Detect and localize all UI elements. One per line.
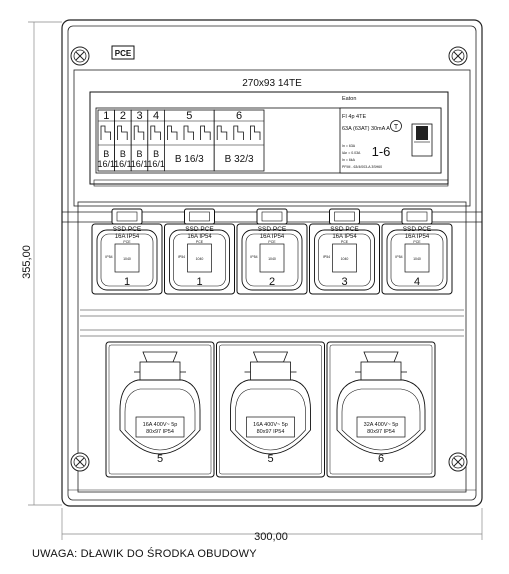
breaker-rating: B <box>136 149 142 159</box>
rcd-circuits-label: 1-6 <box>372 144 391 159</box>
svg-text:T: T <box>394 124 399 131</box>
svg-text:IP54: IP54 <box>395 255 402 259</box>
screws <box>70 46 468 472</box>
svg-text:PCE: PCE <box>268 240 276 244</box>
svg-text:SSD PCE: SSD PCE <box>330 226 359 233</box>
svg-text:PCE: PCE <box>115 49 132 58</box>
breaker-number: 5 <box>186 110 192 122</box>
svg-text:16A IP54: 16A IP54 <box>332 234 357 240</box>
breaker-5: 5 B 16/3 <box>163 109 215 172</box>
svg-text:PCE: PCE <box>413 240 421 244</box>
test-button-icon <box>390 120 402 132</box>
breaker-rating: B <box>103 149 109 159</box>
svg-text:Eaton: Eaton <box>342 96 356 102</box>
svg-text:IP54: IP54 <box>178 255 185 259</box>
socket-label: 3 <box>341 276 347 288</box>
breaker-rating: B 32/3 <box>225 154 254 165</box>
svg-text:PCE: PCE <box>123 240 131 244</box>
socket-label: 1 <box>196 276 202 288</box>
width-dimension-label: 300,00 <box>254 531 288 543</box>
svg-text:16A 400V~ 5p: 16A 400V~ 5p <box>253 422 288 428</box>
svg-text:32A 400V~ 5p: 32A 400V~ 5p <box>364 422 399 428</box>
svg-text:In = 6kA: In = 6kA <box>342 158 356 162</box>
width-dimension <box>61 508 483 540</box>
breaker-number: 1 <box>103 110 109 122</box>
svg-text:16A IP54: 16A IP54 <box>115 234 140 240</box>
svg-text:80x97 IP54: 80x97 IP54 <box>367 429 395 435</box>
svg-text:1040: 1040 <box>413 257 421 261</box>
svg-text:In = 63A: In = 63A <box>342 144 356 148</box>
screw-icon <box>448 46 468 66</box>
svg-text:16A 400V~ 5p: 16A 400V~ 5p <box>143 422 178 428</box>
breaker-panel <box>89 91 449 187</box>
svg-text:IP54: IP54 <box>250 255 257 259</box>
installation-note: UWAGA: DŁAWIK DO ŚRODKA OBUDOWY <box>32 548 257 560</box>
screw-icon <box>70 46 90 66</box>
socket-label: 6 <box>378 453 384 465</box>
svg-text:SSD PCE: SSD PCE <box>258 226 287 233</box>
svg-text:IΔn = 0.03A: IΔn = 0.03A <box>342 151 361 155</box>
screw-icon <box>448 452 468 472</box>
svg-text:PFIM - 63/4/003-A 3SH60: PFIM - 63/4/003-A 3SH60 <box>342 165 382 169</box>
socket-label: 4 <box>414 276 420 288</box>
height-dimension <box>28 21 62 506</box>
svg-text:IP54: IP54 <box>323 255 330 259</box>
svg-text:1040: 1040 <box>123 257 131 261</box>
svg-text:16A IP54: 16A IP54 <box>260 234 285 240</box>
socket-label: 5 <box>267 453 273 465</box>
svg-text:SSD PCE: SSD PCE <box>113 226 142 233</box>
svg-text:SSD PCE: SSD PCE <box>185 226 214 233</box>
svg-text:PCE: PCE <box>341 240 349 244</box>
pce-logo: PCE <box>111 45 135 60</box>
height-dimension-label: 355,00 <box>21 245 33 279</box>
svg-text:IP54: IP54 <box>105 255 112 259</box>
screw-icon <box>70 452 90 472</box>
svg-text:SSD PCE: SSD PCE <box>403 226 432 233</box>
breaker-rating: 16/1 <box>147 159 165 169</box>
socket-label: 1 <box>124 276 130 288</box>
svg-text:80x97 IP54: 80x97 IP54 <box>257 429 285 435</box>
svg-text:FI 4p 4TE: FI 4p 4TE <box>342 114 366 120</box>
breaker-rating: B <box>153 149 159 159</box>
socket-label: 5 <box>157 453 163 465</box>
breaker-rating: 16/1 <box>98 159 116 169</box>
breaker-rating: B <box>120 149 126 159</box>
breaker-number: 6 <box>236 110 242 122</box>
socket-label: 2 <box>269 276 275 288</box>
svg-text:16A IP54: 16A IP54 <box>405 234 430 240</box>
svg-text:1040: 1040 <box>341 257 349 261</box>
breaker-number: 4 <box>153 110 159 122</box>
breaker-rating: 16/1 <box>131 159 149 169</box>
breaker-rating: B 16/3 <box>175 154 204 165</box>
breaker-number: 3 <box>136 110 142 122</box>
svg-text:16A IP54: 16A IP54 <box>187 234 212 240</box>
breaker-rating: 16/1 <box>114 159 132 169</box>
breaker-number: 2 <box>120 110 126 122</box>
rail-label: 270x93 14TE <box>242 78 302 89</box>
svg-text:1040: 1040 <box>196 257 204 261</box>
rcd-module: Eaton FI 4p 4TE 63A (63AT) 30mA A 1-6 In… <box>339 96 442 174</box>
svg-text:63A (63AT) 30mA A: 63A (63AT) 30mA A <box>342 126 390 132</box>
svg-text:80x97 IP54: 80x97 IP54 <box>146 429 174 435</box>
svg-text:1040: 1040 <box>268 257 276 261</box>
breaker-6: 6 B 32/3 <box>213 109 265 172</box>
svg-text:PCE: PCE <box>196 240 204 244</box>
